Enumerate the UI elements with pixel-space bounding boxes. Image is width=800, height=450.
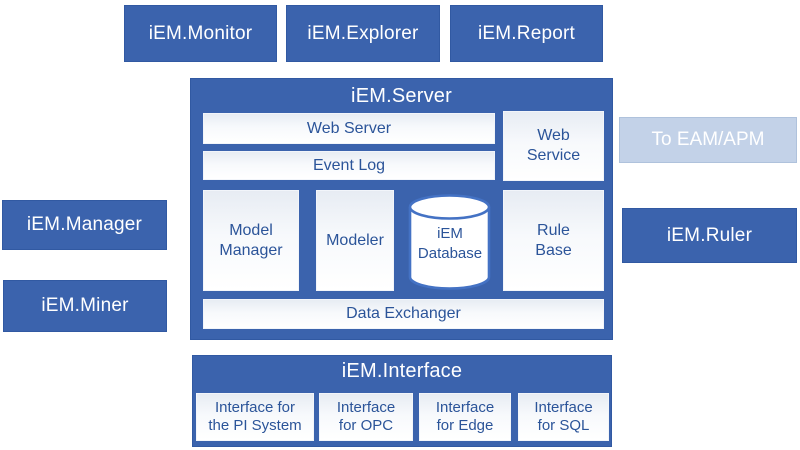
web-service-box: Web Service — [503, 111, 604, 181]
iem-ruler-box: iEM.Ruler — [622, 208, 797, 263]
iem-database-cylinder: iEM Database — [408, 194, 491, 291]
database-label: iEM Database — [417, 225, 483, 262]
to-eam-apm-label: To EAM/APM — [651, 129, 765, 150]
interface-opc-box: Interface for OPC — [319, 393, 413, 441]
iem-report-box: iEM.Report — [450, 5, 603, 62]
interface-pi-system-box: Interface for the PI System — [196, 393, 314, 441]
iem-manager-label: iEM.Manager — [26, 214, 143, 235]
iem-server-title: iEM.Server — [351, 85, 452, 107]
database-cylinder-icon — [408, 194, 491, 290]
model-manager-label: Model Manager — [219, 221, 283, 259]
iem-manager-box: iEM.Manager — [2, 200, 167, 250]
iem-interface-title: iEM.Interface — [341, 360, 463, 382]
iem-miner-box: iEM.Miner — [3, 280, 167, 332]
modeler-box: Modeler — [316, 190, 394, 291]
iem-server-container: iEM.Server Web Server Event Log Web Serv… — [190, 78, 613, 340]
iem-miner-label: iEM.Miner — [41, 295, 129, 316]
event-log-label: Event Log — [312, 156, 386, 174]
interface-edge-label: Interface for Edge — [435, 398, 495, 434]
iem-explorer-label: iEM.Explorer — [307, 22, 419, 44]
iem-interface-container: iEM.Interface Interface for the PI Syste… — [192, 355, 612, 447]
web-service-label: Web Service — [526, 127, 581, 164]
iem-explorer-box: iEM.Explorer — [286, 5, 440, 62]
event-log-box: Event Log — [203, 151, 495, 180]
interface-opc-label: Interface for OPC — [336, 398, 396, 434]
interface-sql-box: Interface for SQL — [518, 393, 609, 441]
web-server-box: Web Server — [203, 113, 495, 144]
iem-report-label: iEM.Report — [477, 22, 576, 44]
modeler-label: Modeler — [326, 231, 384, 249]
model-manager-box: Model Manager — [203, 190, 299, 291]
interface-pi-system-label: Interface for the PI System — [208, 398, 302, 434]
interface-sql-label: Interface for SQL — [534, 398, 593, 434]
iem-monitor-label: iEM.Monitor — [148, 22, 253, 44]
data-exchanger-box: Data Exchanger — [203, 299, 604, 329]
iem-ruler-label: iEM.Ruler — [666, 224, 753, 246]
data-exchanger-label: Data Exchanger — [346, 305, 461, 323]
iem-monitor-box: iEM.Monitor — [124, 5, 277, 62]
to-eam-apm-box: To EAM/APM — [619, 117, 797, 163]
interface-edge-box: Interface for Edge — [419, 393, 511, 441]
rule-base-box: Rule Base — [503, 190, 604, 291]
web-server-label: Web Server — [306, 119, 392, 137]
rule-base-label: Rule Base — [535, 221, 572, 259]
